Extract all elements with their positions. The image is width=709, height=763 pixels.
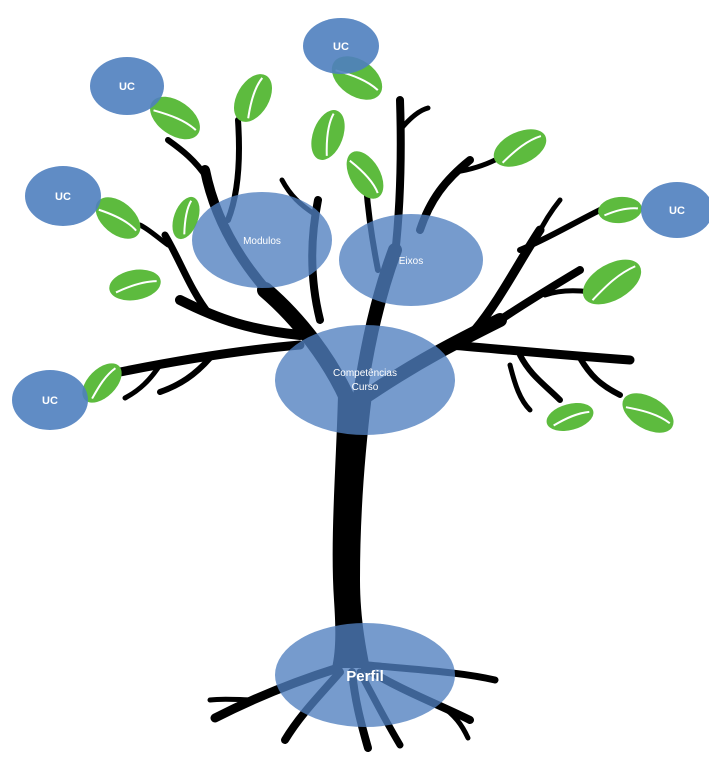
branch-right-lower-down <box>517 352 563 403</box>
branch-left-far-down <box>157 355 213 395</box>
node-competencias-curso: Competências Curso <box>275 325 455 435</box>
node-modulos-label: Modulos <box>243 236 281 247</box>
node-modulos: Modulos <box>192 192 332 288</box>
leaf <box>546 402 594 432</box>
branch-right-mid <box>496 266 584 324</box>
node-uc-right: UC <box>641 182 709 238</box>
node-uc-top-label: UC <box>333 41 349 53</box>
nodes: UC UC UC UC UC Modulos Eixos Competênc <box>12 18 709 727</box>
leaf <box>150 96 200 140</box>
leaf <box>82 363 122 403</box>
node-eixos-label: Eixos <box>399 256 423 267</box>
branch-right-upper-twig <box>517 207 603 253</box>
root-right-small <box>437 702 471 741</box>
branch-right-upper <box>470 225 545 335</box>
leaf <box>172 196 200 240</box>
leaf <box>234 74 272 122</box>
node-competencias-label-line1: Competências <box>333 368 397 379</box>
node-uc-top: UC <box>303 18 379 74</box>
node-uc-lower-left-label: UC <box>42 395 58 407</box>
leaf <box>311 110 345 160</box>
node-uc-upper-left-label: UC <box>119 81 135 93</box>
node-uc-right-label: UC <box>669 205 685 217</box>
branch-right-lower <box>445 340 635 365</box>
branch-right-lower-down-2 <box>577 355 623 398</box>
branch-right-up-twig <box>452 157 498 175</box>
node-uc-lower-left: UC <box>12 370 88 430</box>
leaf <box>622 393 674 433</box>
node-perfil-label: Perfil <box>346 668 384 685</box>
node-uc-left-label: UC <box>55 191 71 203</box>
branch-right-upper-twig-2 <box>535 197 563 238</box>
leaf <box>493 129 547 167</box>
root-left-small <box>207 696 258 703</box>
node-competencias-label-line2: Curso <box>352 382 379 393</box>
leaf <box>109 269 161 301</box>
branch-left-twig-1 <box>165 137 210 181</box>
node-uc-upper-left: UC <box>90 57 164 115</box>
branch-left-lower-up <box>161 231 214 319</box>
branch-left-lower <box>175 295 305 340</box>
leaf <box>582 259 642 305</box>
node-perfil: Perfil <box>275 623 455 727</box>
leaf <box>95 197 141 239</box>
node-uc-left: UC <box>25 166 101 226</box>
branch-left-far-down-2 <box>122 362 163 401</box>
leaf <box>346 151 384 199</box>
branch-left-lower-twig <box>137 222 171 248</box>
branch-center-tall-twig <box>397 105 431 133</box>
branch-right-lower-down-3 <box>507 362 533 413</box>
node-eixos: Eixos <box>339 214 483 306</box>
leaf <box>598 196 642 224</box>
tree-trunk <box>332 395 372 668</box>
